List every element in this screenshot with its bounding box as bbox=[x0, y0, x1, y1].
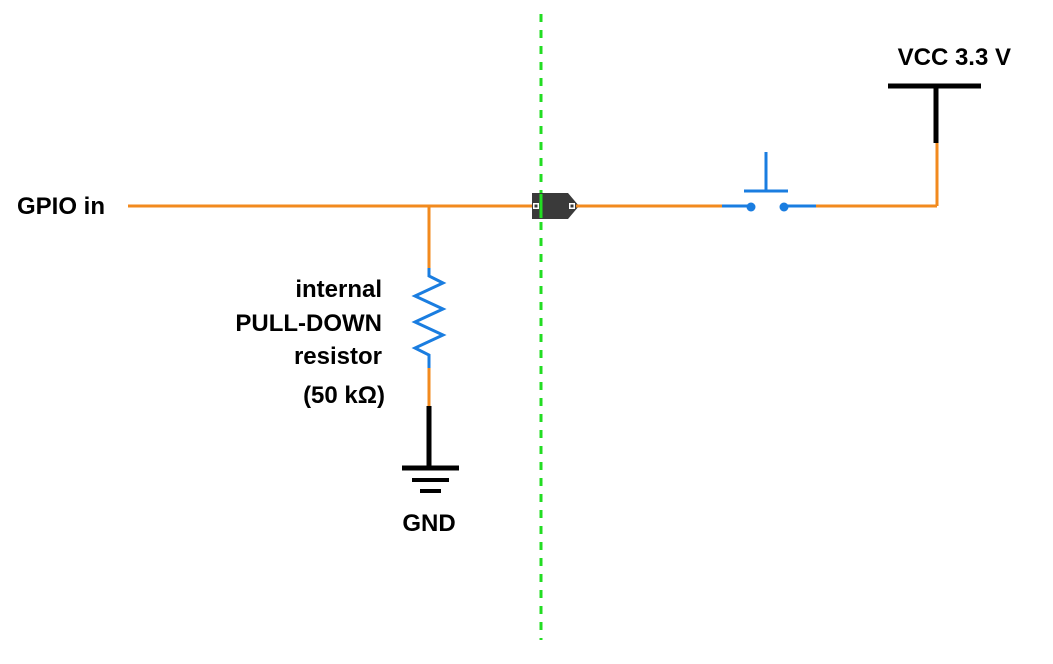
connector-pin-icon bbox=[532, 193, 579, 219]
resistor-label-line1: internal bbox=[295, 276, 382, 303]
push-button-switch-icon bbox=[722, 152, 816, 212]
vcc-label: VCC 3.3 V bbox=[898, 44, 1011, 71]
resistor-icon bbox=[411, 268, 447, 368]
resistor-label-line2: PULL-DOWN bbox=[235, 310, 382, 337]
resistor-label-line3: resistor bbox=[294, 343, 382, 370]
gpio-in-label: GPIO in bbox=[17, 193, 105, 220]
ground-symbol-icon bbox=[402, 406, 459, 493]
resistor-value-label: (50 kΩ) bbox=[303, 382, 385, 409]
vcc-supply-icon bbox=[888, 83, 981, 143]
gnd-label: GND bbox=[402, 510, 455, 537]
